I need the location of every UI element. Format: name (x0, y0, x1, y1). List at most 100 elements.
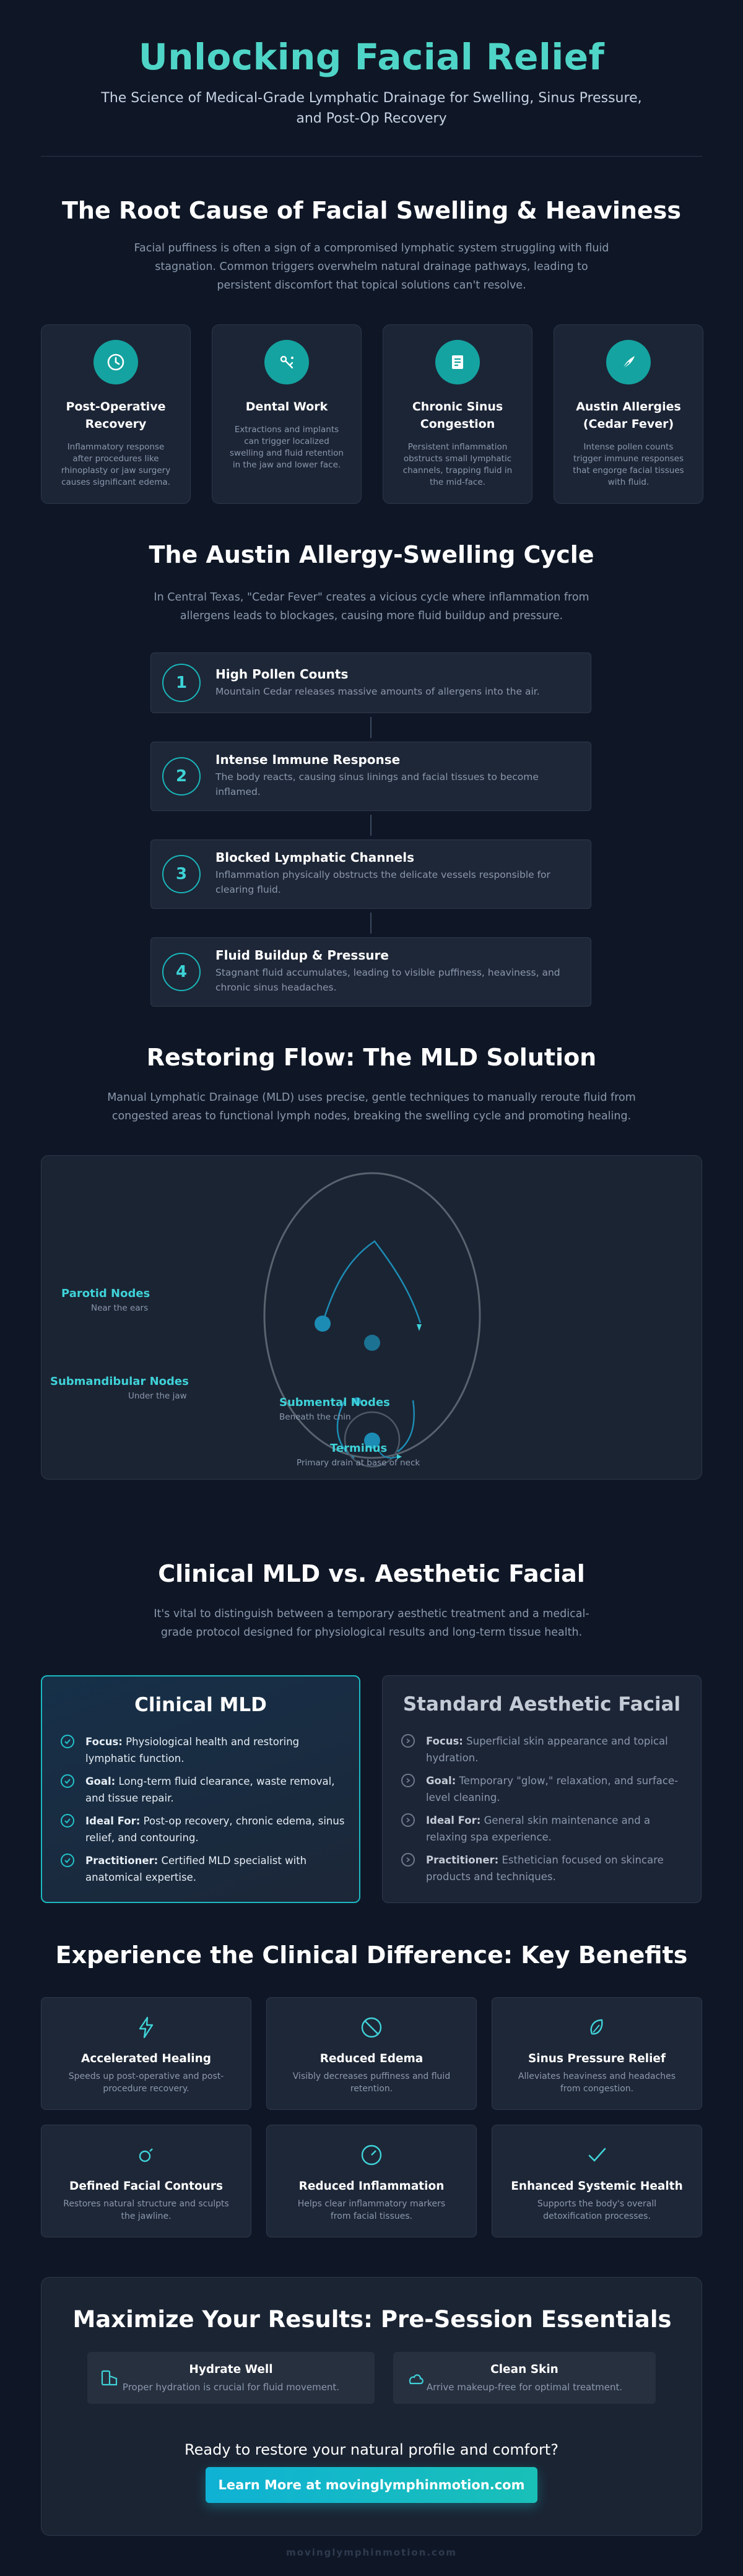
benefit-title: Accelerated Healing (81, 2052, 211, 2065)
step-title: High Pollen Counts (215, 667, 349, 682)
step-number: 1 (162, 664, 201, 702)
leaf-icon (582, 2013, 612, 2042)
cause-card-text: Extractions and implants can trigger loc… (230, 425, 344, 470)
mld-title: Restoring Flow: The MLD Solution (146, 1044, 597, 1071)
row-label: Goal: (85, 1776, 116, 1787)
row-text: Superficial skin appearance and topical … (426, 1735, 668, 1764)
cause-card-dental: Dental Work Extractions and implants can… (212, 324, 362, 504)
cycle-step: 2 Intense Immune Response The body react… (150, 742, 591, 811)
footer-url[interactable]: movinglymphinmotion.com (286, 2547, 457, 2558)
step-title: Blocked Lymphatic Channels (215, 850, 415, 865)
root-cause-description: Facial puffiness is often a sign of a co… (134, 242, 609, 292)
benefit-text: Speeds up post-operative and post-proced… (68, 2071, 224, 2094)
connector-line (370, 913, 372, 934)
step-number: 3 (162, 855, 201, 893)
page-title: Unlocking Facial Relief (138, 36, 605, 78)
prohibited-icon (357, 2013, 386, 2042)
row-label: Ideal For: (426, 1815, 481, 1826)
row-text: Post-op recovery, chronic edema, sinus r… (85, 1815, 345, 1844)
step-text: Mountain Cedar releases massive amounts … (215, 686, 540, 697)
connector-line (370, 717, 372, 738)
row-text: Temporary "glow," relaxation, and surfac… (426, 1775, 679, 1803)
node-label-terminus: Terminus (330, 1442, 388, 1455)
step-text: Stagnant fluid accumulates, leading to v… (215, 967, 560, 993)
contour-icon (131, 2140, 161, 2170)
essential-text: Proper hydration is crucial for fluid mo… (122, 2382, 340, 2393)
cause-card-sinus: Chronic Sinus Congestion Persistent infl… (383, 324, 532, 504)
check-icon (61, 1735, 74, 1748)
root-cause-title: The Root Cause of Facial Swelling & Heav… (62, 197, 681, 224)
benefit-title: Reduced Inflammation (298, 2180, 445, 2193)
clinical-card-title: Clinical MLD (134, 1694, 267, 1716)
cause-card-title: Post-Operative Recovery (66, 400, 166, 431)
benefit-title: Reduced Edema (319, 2052, 424, 2065)
clinical-mld-card: Clinical MLD Focus: Physiological health… (41, 1675, 360, 1903)
cycle-description: In Central Texas, "Cedar Fever" creates … (154, 591, 589, 622)
benefit-text: Restores natural structure and sculpts t… (63, 2199, 229, 2221)
page-subtitle: The Science of Medical-Grade Lymphatic D… (101, 90, 642, 126)
essential-item-clean-skin: Clean Skin Arrive makeup-free for optima… (393, 2352, 656, 2404)
cause-card-title: Austin Allergies (Cedar Fever) (576, 400, 681, 431)
pollen-icon (606, 340, 651, 384)
essential-text: Arrive makeup-free for optimal treatment… (426, 2382, 623, 2393)
benefit-card: Sinus Pressure Relief Alleviates heavine… (492, 1997, 702, 2110)
essentials-title: Maximize Your Results: Pre-Session Essen… (72, 2306, 672, 2333)
node-label-submental: Submental Nodes (279, 1396, 390, 1409)
document-icon (435, 340, 480, 384)
divider (41, 156, 702, 157)
row-text: Esthetician focused on skincare products… (426, 1854, 664, 1883)
benefit-title: Defined Facial Contours (69, 2180, 223, 2193)
mld-diagram-panel: Parotid Nodes Near the ears Submandibula… (41, 1155, 702, 1480)
node-label-parotid: Parotid Nodes (61, 1287, 150, 1300)
arrow-circle-icon (401, 1774, 415, 1787)
standard-card-title: Standard Aesthetic Facial (402, 1693, 681, 1715)
arrow-circle-icon (401, 1853, 415, 1867)
essential-item-hydrate: Hydrate Well Proper hydration is crucial… (87, 2352, 375, 2404)
check-icon (61, 1814, 74, 1828)
comparison-title: Clinical MLD vs. Aesthetic Facial (158, 1560, 585, 1587)
benefit-card: Reduced Edema Visibly decreases puffines… (266, 1997, 477, 2110)
benefit-text: Supports the body's overall detoxificati… (537, 2199, 657, 2221)
step-title: Fluid Buildup & Pressure (215, 948, 389, 963)
row-text: Physiological health and restoring lymph… (85, 1736, 300, 1764)
face-diagram (263, 1172, 481, 1468)
benefits-title: Experience the Clinical Difference: Key … (55, 1941, 688, 1969)
connector-line (370, 815, 372, 836)
benefit-card: Defined Facial Contours Restores natural… (41, 2125, 251, 2237)
cycle-title: The Austin Allergy-Swelling Cycle (149, 541, 594, 568)
node-label-submandibular: Submandibular Nodes (50, 1375, 189, 1388)
row-label: Practitioner: (85, 1855, 159, 1867)
cause-card-title: Chronic Sinus Congestion (412, 400, 503, 431)
lightning-icon (131, 2013, 161, 2042)
step-text: The body reacts, causing sinus linings a… (215, 771, 539, 797)
learn-more-button[interactable]: Learn More at movinglymphinmotion.com (206, 2467, 537, 2503)
row-label: Goal: (426, 1775, 456, 1787)
cycle-step: 3 Blocked Lymphatic Channels Inflammatio… (150, 839, 591, 909)
step-title: Intense Immune Response (215, 752, 401, 767)
cause-card-text: Inflammatory response after procedures l… (61, 442, 171, 487)
water-drop-icon (98, 2367, 121, 2389)
cause-card-title: Dental Work (245, 400, 328, 414)
cta-question: Ready to restore your natural profile an… (185, 2441, 558, 2458)
step-number: 2 (162, 757, 201, 796)
cycle-step: 1 High Pollen Counts Mountain Cedar rele… (150, 653, 591, 713)
step-text: Inflammation physically obstructs the de… (215, 869, 550, 895)
essentials-panel: Maximize Your Results: Pre-Session Essen… (41, 2277, 702, 2536)
aesthetic-facial-card: Standard Aesthetic Facial Focus: Superfi… (382, 1675, 702, 1903)
arrow-circle-icon (401, 1813, 415, 1827)
clock-icon (93, 340, 138, 384)
benefit-card: Enhanced Systemic Health Supports the bo… (492, 2125, 702, 2237)
node-sub-submental: Beneath the chin (279, 1412, 351, 1422)
benefit-card: Reduced Inflammation Helps clear inflamm… (266, 2125, 477, 2237)
benefit-text: Alleviates heaviness and headaches from … (518, 2071, 676, 2094)
row-label: Ideal For: (85, 1815, 141, 1827)
row-label: Focus: (85, 1736, 123, 1748)
row-label: Focus: (426, 1735, 463, 1747)
benefit-title: Enhanced Systemic Health (511, 2180, 683, 2193)
cause-card-allergies: Austin Allergies (Cedar Fever) Intense p… (554, 324, 703, 504)
benefit-text: Helps clear inflammatory markers from fa… (297, 2199, 446, 2221)
row-text: Certified MLD specialist with anatomical… (85, 1855, 307, 1883)
gauge-icon (357, 2140, 386, 2170)
cloud-icon (404, 2367, 427, 2389)
